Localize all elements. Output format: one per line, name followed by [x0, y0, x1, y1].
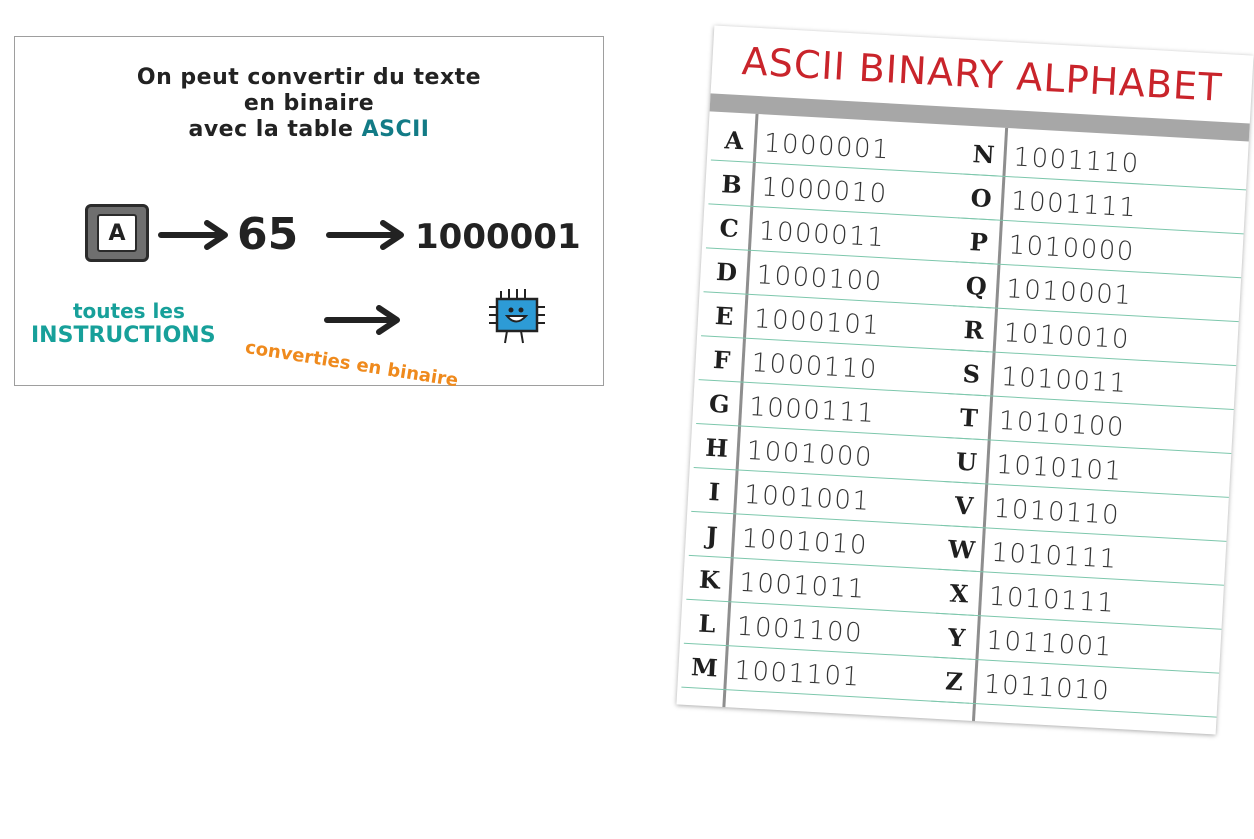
row-binary-code: 1001101	[733, 655, 862, 693]
arrow-right-icon	[324, 305, 400, 335]
row-letter: S	[961, 358, 981, 389]
row-letter: B	[720, 169, 743, 200]
row-letter: X	[948, 578, 970, 609]
teal-line-2: INSTRUCTIONS	[31, 323, 216, 348]
row-binary-code: 1011010	[983, 669, 1111, 707]
row-letter: T	[959, 402, 979, 433]
row-letter: C	[718, 213, 740, 244]
row-letter: J	[705, 520, 719, 551]
row-binary-code: 1001110	[1012, 142, 1141, 180]
card-title: On peut convertir du texte en binaire av…	[15, 65, 603, 143]
row-letter: V	[953, 490, 975, 521]
row-binary-code: 1001000	[745, 435, 874, 473]
row-letter: W	[947, 534, 976, 565]
row-binary-code: 1010101	[995, 449, 1124, 487]
card-title-line-3-prefix: avec la table	[188, 117, 362, 142]
row-binary-code: 1001100	[736, 611, 864, 649]
row-binary-code: 1000001	[763, 128, 891, 166]
row-letter: H	[704, 432, 729, 463]
ascii-highlight: ASCII	[361, 117, 430, 142]
row-letter: N	[971, 139, 996, 170]
row-binary-code: 1011001	[985, 625, 1114, 663]
cpu-chip-mascot-icon	[489, 289, 545, 344]
row-binary-code: 1001001	[743, 479, 872, 517]
row-binary-code: 1001111	[1010, 186, 1138, 224]
row-binary-code: 1000111	[748, 392, 877, 430]
row-letter: Y	[947, 622, 966, 653]
row-letter: E	[714, 300, 735, 331]
row-letter: I	[707, 476, 721, 507]
row-letter: M	[690, 652, 719, 683]
row-binary-code: 1010111	[990, 537, 1119, 575]
row-letter: K	[698, 564, 721, 595]
binary-value: 1000001	[415, 217, 581, 257]
row-binary-code: 1000011	[758, 216, 886, 254]
row-binary-code: 1010100	[997, 405, 1126, 443]
row-letter: Z	[944, 666, 964, 697]
card-title-line-1: On peut convertir du texte	[136, 65, 482, 90]
row-binary-code: 1010000	[1007, 230, 1136, 268]
row-binary-code: 1000110	[750, 348, 879, 386]
row-letter: F	[712, 344, 732, 375]
row-binary-code: 1010001	[1005, 274, 1134, 312]
card-title-line-2: en binaire	[243, 91, 375, 116]
row-letter: R	[963, 314, 985, 345]
row-letter: Q	[965, 270, 988, 302]
row-binary-code: 1001011	[738, 567, 867, 605]
row-binary-code: 1000100	[755, 260, 884, 298]
row-binary-code: 1010011	[1000, 362, 1129, 400]
row-letter: L	[697, 608, 717, 639]
teal-line-1: toutes les	[73, 299, 185, 323]
card-title-line-3: avec la table ASCII	[15, 117, 603, 143]
row-letter: P	[968, 227, 989, 258]
row-binary-code: 1001010	[740, 523, 869, 561]
row-binary-code: 1000101	[753, 304, 882, 342]
arrow-right-icon	[158, 220, 228, 250]
row-binary-code: 1010010	[1002, 318, 1131, 356]
row-binary-code: 1000010	[760, 172, 889, 210]
key-letter: A	[97, 214, 137, 252]
row-letter: A	[723, 125, 745, 156]
decimal-value: 65	[237, 209, 299, 260]
row-letter: U	[955, 446, 978, 477]
arrow-right-icon	[326, 220, 404, 250]
row-letter: O	[969, 183, 993, 214]
row-binary-code: 1010110	[993, 493, 1121, 531]
keyboard-key-icon: A	[85, 204, 149, 262]
row-binary-code: 1010111	[988, 581, 1116, 619]
row-letter: G	[708, 388, 731, 419]
ascii-explainer-card: On peut convertir du texte en binaire av…	[14, 36, 604, 391]
orange-caption: converties en binaire	[243, 337, 460, 392]
row-letter: D	[715, 256, 738, 288]
